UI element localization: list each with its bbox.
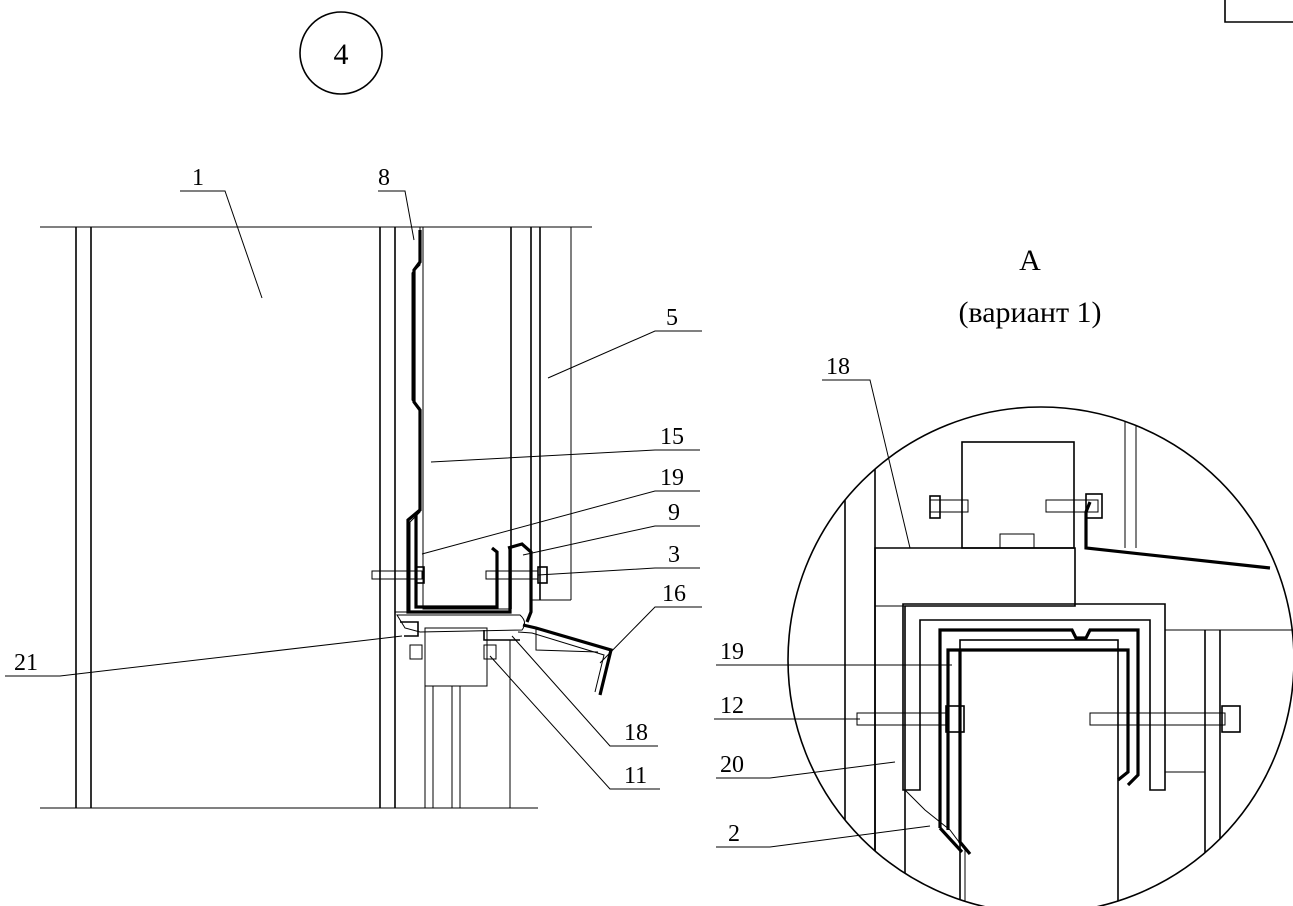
detail-view-title: А — [1019, 244, 1041, 277]
foam-seal-18 — [396, 614, 526, 633]
detail-number-marker: 4 — [299, 11, 383, 95]
flashing-16 — [522, 623, 613, 696]
callout-1: 1 — [192, 165, 204, 191]
bolt-small — [409, 644, 497, 660]
sheet-frame-corner — [1224, 0, 1293, 23]
detail-a: 18 19 12 20 2 — [714, 354, 1293, 906]
angle-bracket-9 — [507, 542, 533, 623]
bolt-left — [371, 566, 425, 584]
callout-19: 19 — [660, 465, 684, 491]
steel-profile-u — [406, 230, 512, 614]
callout-15: 15 — [660, 424, 684, 450]
callout-9: 9 — [668, 500, 680, 526]
callout-18: 18 — [624, 720, 648, 746]
detail-number: 4 — [334, 38, 349, 71]
detail-view-subtitle: (вариант 1) — [958, 296, 1101, 329]
callout-11: 11 — [624, 763, 647, 789]
detail-callout-19: 19 — [720, 639, 744, 665]
detail-callout-18: 18 — [826, 354, 850, 380]
detail-a-boundary — [787, 406, 1293, 906]
callout-3: 3 — [668, 542, 680, 568]
detail-callout-2: 2 — [728, 821, 740, 847]
detail-callout-20: 20 — [720, 752, 744, 778]
callout-8: 8 — [378, 165, 390, 191]
callout-21: 21 — [14, 650, 38, 676]
detail-callout-12: 12 — [720, 693, 744, 719]
support-block — [424, 627, 488, 687]
callout-5: 5 — [666, 305, 678, 331]
callout-16: 16 — [662, 581, 686, 607]
main-section: 1 8 5 15 19 9 3 16 21 18 11 — [5, 165, 702, 809]
bolt-right — [485, 566, 548, 584]
